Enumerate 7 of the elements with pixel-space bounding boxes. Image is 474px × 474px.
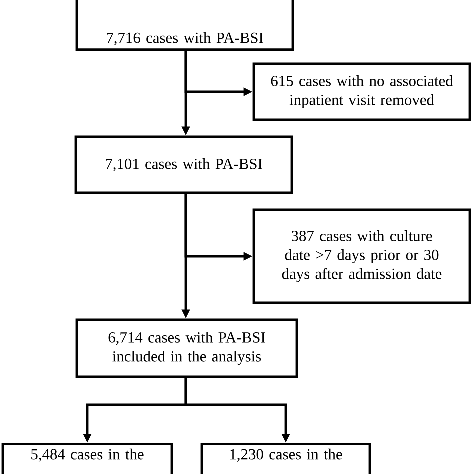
process-box: 6,714 cases with PA-BSI included in the analysis — [76, 318, 298, 378]
process-box: 7,101 cases with PA-BSI — [74, 136, 294, 194]
process-box: 5,484 cases in the — [2, 443, 174, 474]
process-box: 1,230 cases in the — [200, 443, 372, 474]
process-box: 387 cases with culture date >7 days prior or 30 days after admission date — [252, 208, 472, 304]
process-box: 615 cases with no associated inpatient visit removed — [252, 62, 472, 122]
process-box: 7,716 cases with PA-BSI — [76, 0, 294, 51]
